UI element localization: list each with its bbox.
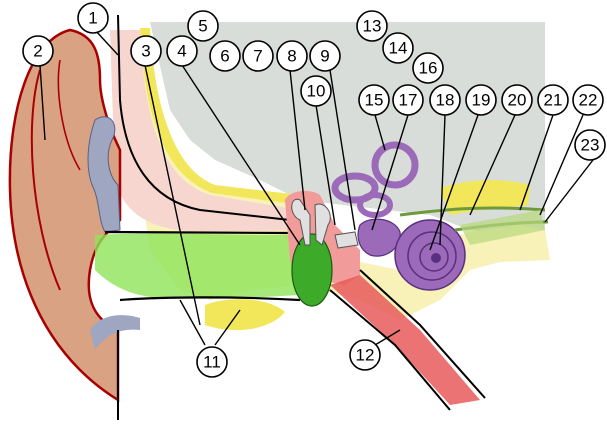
callout-18-label: 18 (436, 91, 455, 110)
callout-12: 12 (350, 340, 380, 370)
callout-7: 7 (243, 41, 273, 71)
callout-15: 15 (359, 85, 389, 115)
callout-4-label: 4 (177, 42, 186, 61)
callout-11-label: 11 (203, 353, 221, 372)
callout-5: 5 (188, 11, 218, 41)
vestibule (358, 219, 400, 256)
callout-8: 8 (277, 41, 307, 71)
callout-17: 17 (393, 85, 423, 115)
callout-4: 4 (167, 36, 197, 66)
callout-14: 14 (383, 33, 413, 63)
callout-20-label: 20 (508, 91, 527, 110)
callout-9-label: 9 (320, 47, 329, 66)
callout-19: 19 (466, 85, 496, 115)
callout-17-label: 17 (399, 91, 418, 110)
callout-2: 2 (23, 36, 53, 66)
callout-8-label: 8 (287, 47, 296, 66)
callout-6: 6 (210, 41, 240, 71)
callout-23-label: 23 (581, 136, 600, 155)
callout-21: 21 (538, 85, 568, 115)
tympanic-membrane (292, 234, 332, 306)
external-auditory-canal (95, 234, 300, 299)
callout-1: 1 (78, 3, 108, 33)
callout-15-label: 15 (365, 91, 384, 110)
callout-13-label: 13 (363, 17, 382, 36)
callout-12-label: 12 (356, 346, 375, 365)
canal-upper-wall (105, 232, 290, 233)
callout-7-label: 7 (253, 47, 262, 66)
cochlea-spiral-3 (431, 253, 441, 263)
callout-16-label: 16 (419, 59, 438, 78)
callout-18: 18 (430, 85, 460, 115)
callout-19-label: 19 (472, 91, 491, 110)
callout-10: 10 (301, 76, 331, 106)
temporal-bone-strip-lower (205, 299, 285, 330)
callout-23: 23 (575, 130, 605, 160)
callout-22: 22 (573, 85, 603, 115)
callout-9: 9 (310, 41, 340, 71)
callout-13: 13 (357, 11, 387, 41)
callout-22-label: 22 (579, 91, 598, 110)
callout-3-label: 3 (141, 42, 150, 61)
callout-5-label: 5 (198, 17, 207, 36)
callout-20: 20 (502, 85, 532, 115)
callout-16: 16 (413, 53, 443, 83)
callout-1-label: 1 (88, 9, 97, 28)
callout-3: 3 (131, 36, 161, 66)
callout-6-label: 6 (220, 47, 229, 66)
callout-21-label: 21 (544, 91, 563, 110)
callout-10-label: 10 (307, 82, 326, 101)
stapes (335, 232, 358, 248)
callout-14-label: 14 (389, 39, 408, 58)
callout-2-label: 2 (33, 42, 42, 61)
callout-11: 11 (197, 347, 227, 377)
